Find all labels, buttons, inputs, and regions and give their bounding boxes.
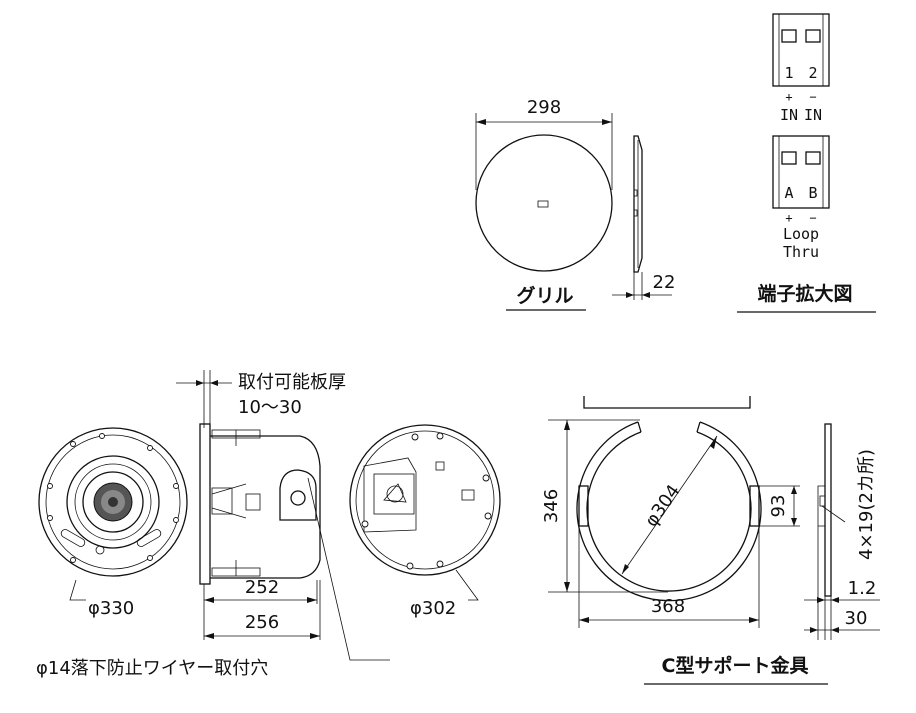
terminal-num-1: 1 — [784, 64, 793, 82]
bracket-diameter-dim: φ304 — [641, 481, 685, 531]
terminal-loop-line2: Thru — [783, 243, 819, 261]
terminal-in-label-1: IN — [780, 106, 798, 124]
depth-252-dim: 252 — [245, 577, 279, 598]
terminal-loop-minus: − — [809, 211, 816, 225]
speaker-rear-diameter-dim: φ302 — [410, 598, 456, 619]
c-bracket-view: φ304 346 368 93 C型サポート金具 — [541, 396, 828, 685]
speaker-rear-view: φ302 — [349, 424, 501, 619]
board-thickness-label: 取付可能板厚 — [238, 372, 346, 393]
speaker-side-view: 取付可能板厚 10〜30 252 256 φ14落下防止ワイヤー取付穴 — [36, 370, 390, 679]
terminal-loop-block: A B + − Loop Thru — [772, 135, 830, 261]
grille-front-view: 298 グリル — [475, 97, 613, 311]
terminal-loop-line1: Loop — [783, 225, 819, 243]
wire-hole-label: φ14落下防止ワイヤー取付穴 — [36, 658, 268, 679]
terminal-label: 端子拡大図 — [757, 282, 852, 305]
bracket-slot-dim: 4×19(2カ所) — [856, 449, 877, 560]
grille-label: グリル — [516, 284, 573, 307]
terminal-in-minus: − — [809, 90, 816, 104]
speaker-front-diameter-dim: φ330 — [88, 598, 134, 619]
terminal-in-label-2: IN — [804, 106, 822, 124]
terminal-letter-a: A — [784, 184, 793, 202]
grille-diameter-dim: 298 — [527, 97, 561, 118]
terminal-num-2: 2 — [808, 64, 817, 82]
grille-thickness-dim: 22 — [653, 272, 676, 293]
terminal-in-block: 1 2 + − IN IN — [772, 13, 830, 124]
bracket-thickness-dim: 1.2 — [848, 578, 877, 599]
bracket-depth-dim: 30 — [845, 608, 868, 629]
bracket-width-dim: 368 — [651, 596, 685, 617]
c-bracket-side-view: 4×19(2カ所) 1.2 30 — [804, 423, 880, 640]
terminal-letter-b: B — [808, 184, 817, 202]
bracket-height-dim: 346 — [541, 489, 562, 523]
bracket-tab-dim: 93 — [768, 495, 789, 518]
speaker-front-view: φ330 — [38, 427, 188, 619]
board-thickness-range: 10〜30 — [238, 397, 302, 418]
grille-side-view: 22 — [612, 135, 676, 300]
terminal-in-plus: + — [785, 90, 792, 104]
terminal-loop-plus: + — [785, 211, 792, 225]
bracket-label: C型サポート金具 — [662, 654, 809, 677]
depth-256-dim: 256 — [245, 612, 279, 633]
